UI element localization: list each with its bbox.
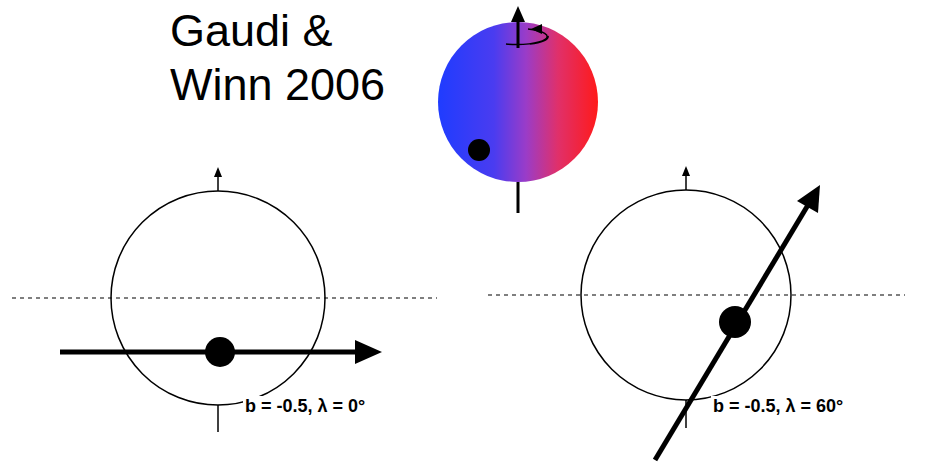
- star-outline: [111, 191, 325, 405]
- path-arrowhead: [355, 340, 382, 364]
- planet-path: [655, 205, 808, 460]
- star-outline: [581, 190, 791, 400]
- stellar-equator: [488, 294, 905, 295]
- citation-label: Gaudi & Winn 2006: [170, 5, 385, 110]
- misaligned-orbit-panel: [488, 166, 905, 460]
- spin-axis: [685, 175, 687, 190]
- rotation-axis: [517, 182, 520, 213]
- rotation-axis: [517, 20, 520, 48]
- parameter-caption: b = -0.5, λ = 0°: [243, 396, 367, 417]
- spin-arrowhead: [214, 167, 222, 177]
- planet-dot: [205, 337, 235, 367]
- stellar-equator: [12, 297, 437, 298]
- axis-arrowhead: [511, 6, 525, 22]
- aligned-orbit-panel: [12, 167, 437, 432]
- spin-axis: [217, 405, 219, 432]
- parameter-caption: b = -0.5, λ = 60°: [711, 396, 845, 416]
- citation-label: Gaudi & Winn 2006: [170, 4, 405, 112]
- rotating-star: [438, 6, 598, 213]
- rotation-arrowhead: [531, 24, 542, 34]
- spin-arrowhead: [682, 166, 690, 176]
- parameter-caption: b = -0.5, λ = 60°: [711, 396, 845, 417]
- parameter-caption: b = -0.5, λ = 0°: [243, 396, 367, 416]
- spin-axis: [217, 176, 219, 191]
- path-arrowhead: [797, 185, 820, 213]
- planet-dot: [719, 306, 751, 338]
- planet-dot: [468, 139, 490, 161]
